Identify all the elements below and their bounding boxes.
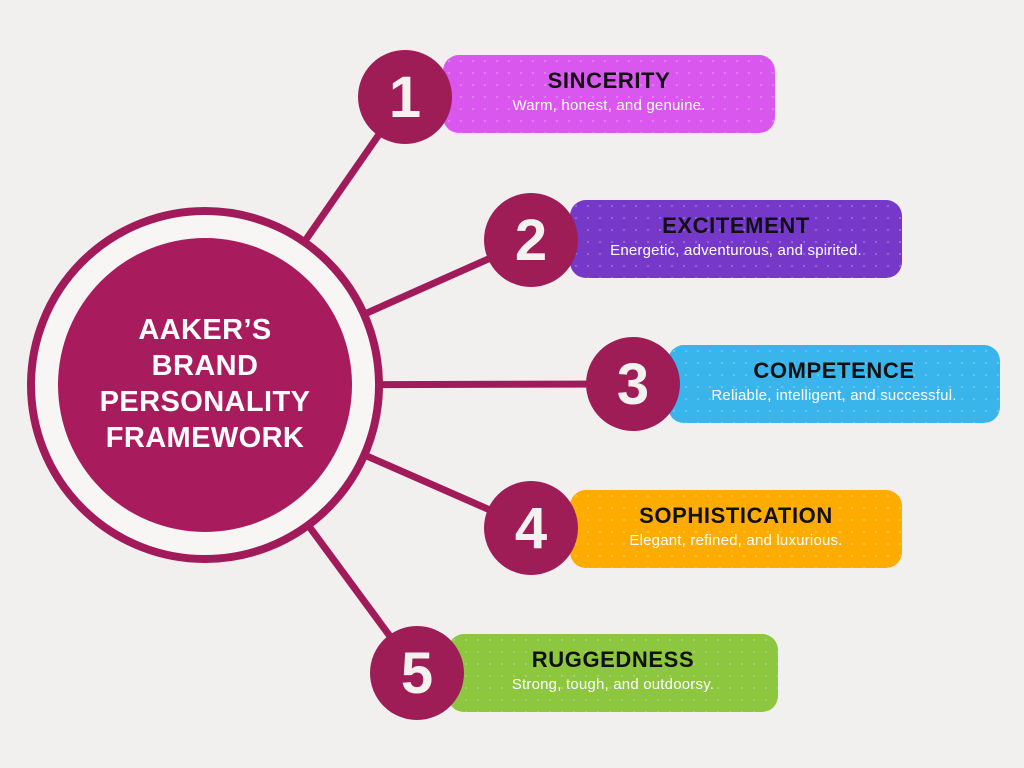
item-number-badge-3: 3 xyxy=(586,337,680,431)
item-title: SOPHISTICATION xyxy=(639,503,833,528)
item-description: Warm, honest, and genuine. xyxy=(512,97,706,114)
item-title: SINCERITY xyxy=(547,68,671,93)
center-title-line: FRAMEWORK xyxy=(105,421,305,454)
center-title-line: AAKER’S xyxy=(138,314,272,347)
item-bar-1: SINCERITY Warm, honest, and genuine. xyxy=(443,55,775,133)
item-number: 5 xyxy=(400,640,434,706)
center-title: AAKER’S BRAND PERSONALITY FRAMEWORK xyxy=(58,238,352,532)
item-bar-5: RUGGEDNESS Strong, tough, and outdoorsy. xyxy=(448,634,778,712)
item-title: RUGGEDNESS xyxy=(531,647,695,672)
item-number: 2 xyxy=(514,207,548,273)
item-number-badge-2: 2 xyxy=(484,193,578,287)
item-title: COMPETENCE xyxy=(753,358,915,383)
center-title-line: PERSONALITY xyxy=(99,386,311,418)
item-number: 3 xyxy=(616,351,650,417)
item-bar-3: COMPETENCE Reliable, intelligent, and su… xyxy=(668,345,1000,423)
item-number-badge-1: 1 xyxy=(358,50,452,144)
item-number: 4 xyxy=(514,495,548,561)
item-number: 1 xyxy=(388,64,422,130)
item-number-badge-4: 4 xyxy=(484,481,578,575)
item-description: Reliable, intelligent, and successful. xyxy=(711,387,957,404)
item-description: Energetic, adventurous, and spirited. xyxy=(610,242,862,259)
item-bar-2: EXCITEMENT Energetic, adventurous, and s… xyxy=(570,200,902,278)
item-title: EXCITEMENT xyxy=(662,213,810,238)
item-description: Strong, tough, and outdoorsy. xyxy=(511,676,715,693)
item-description: Elegant, refined, and luxurious. xyxy=(629,532,843,549)
center-circle xyxy=(58,238,352,532)
item-number-badge-5: 5 xyxy=(370,626,464,720)
item-bar-4: SOPHISTICATION Elegant, refined, and lux… xyxy=(570,490,902,568)
center-title-line: BRAND xyxy=(151,350,259,383)
